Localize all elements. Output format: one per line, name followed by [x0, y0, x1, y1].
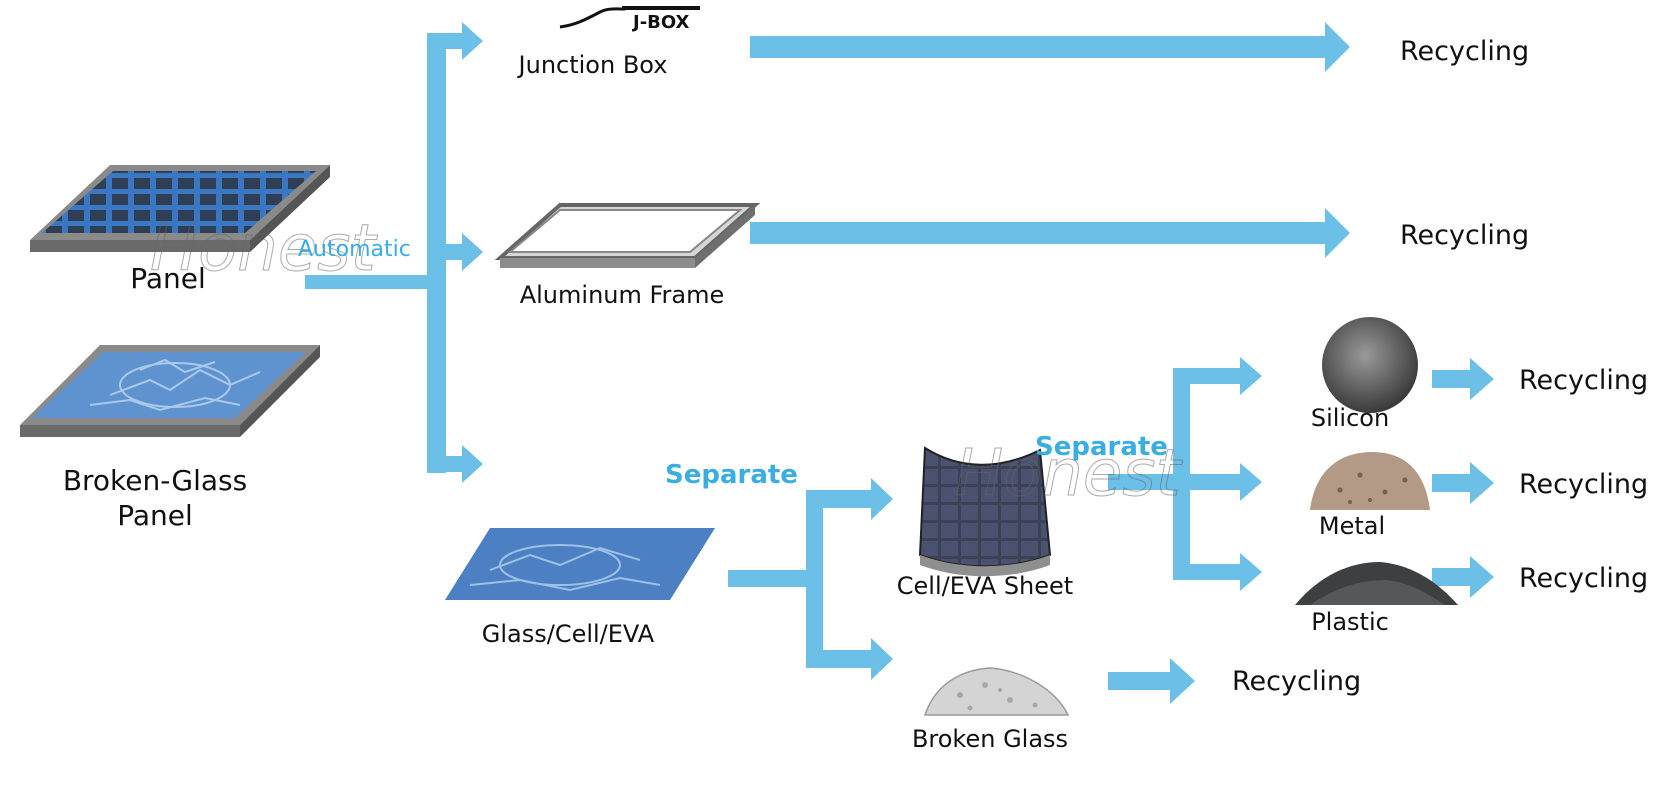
cell-eva-sheet-image	[918, 446, 1052, 577]
arrow-silicon-to-recycling	[1432, 358, 1494, 400]
recycling-broken-glass: Recycling	[1232, 666, 1361, 697]
arrow-broken-glass-to-recycling	[1108, 658, 1195, 704]
glass-cell-eva-image	[445, 528, 715, 600]
cell-eva-feed-arrow	[1108, 474, 1176, 490]
separate-edge-label-1: Separate	[665, 460, 798, 490]
separate-edge-label-2: Separate	[1035, 432, 1168, 462]
arrow-to-cell-eva-sheet	[806, 478, 893, 520]
aluminum-frame-image	[494, 203, 761, 268]
arrow-to-junction-box	[427, 22, 483, 60]
arrow-to-broken-glass	[806, 638, 893, 680]
arrow-plastic-to-recycling	[1432, 556, 1494, 598]
panel-label: Panel	[130, 262, 206, 295]
broken-glass-panel-label-line1: Broken-Glass	[63, 464, 247, 497]
broken-glass-panel-label-line2: Panel	[117, 499, 193, 532]
recycling-plastic: Recycling	[1519, 563, 1648, 594]
watermark: Honest	[150, 212, 379, 286]
arrow-to-metal	[1173, 463, 1262, 501]
metal-image	[1310, 452, 1430, 510]
broken-glass-label: Broken Glass	[912, 725, 1068, 753]
glass-cell-eva-label: Glass/Cell/EVA	[482, 620, 655, 648]
panel-feed-arrow	[305, 275, 445, 289]
watermark: Honest	[955, 437, 1184, 511]
metal-label: Metal	[1319, 512, 1385, 540]
arrow-to-aluminum-frame	[427, 233, 483, 271]
automatic-edge-label: Automatic	[298, 237, 411, 262]
plastic-label: Plastic	[1311, 608, 1389, 636]
arrow-frame-to-recycling	[750, 208, 1350, 258]
plastic-image	[1295, 562, 1458, 605]
silicon-label: Silicon	[1311, 404, 1389, 432]
arrow-to-plastic	[1173, 553, 1262, 591]
broken-glass-image	[923, 667, 1070, 716]
broken-glass-panel-image	[20, 345, 320, 437]
connector-arrows	[305, 22, 1494, 704]
arrow-metal-to-recycling	[1432, 462, 1494, 504]
cell-eva-sheet-label: Cell/EVA Sheet	[897, 572, 1073, 600]
jbox-mark: J-BOX	[631, 12, 690, 33]
separate-trunk-arrow	[806, 490, 823, 668]
glass-feed-arrow	[728, 570, 810, 587]
arrow-to-silicon	[1173, 357, 1262, 395]
arrow-junction-box-to-recycling	[750, 22, 1350, 72]
arrow-to-glass-cell-eva	[427, 445, 483, 483]
recycling-aluminum-frame: Recycling	[1400, 220, 1529, 251]
junction-box-label: Junction Box	[517, 51, 668, 79]
recycling-metal: Recycling	[1519, 469, 1648, 500]
recycling-silicon: Recycling	[1519, 365, 1648, 396]
junction-box-image: J-BOX	[559, 6, 700, 33]
panel-image	[30, 165, 330, 252]
silicon-image	[1322, 317, 1418, 413]
recycling-junction-box: Recycling	[1400, 36, 1529, 67]
aluminum-frame-label: Aluminum Frame	[520, 281, 725, 309]
